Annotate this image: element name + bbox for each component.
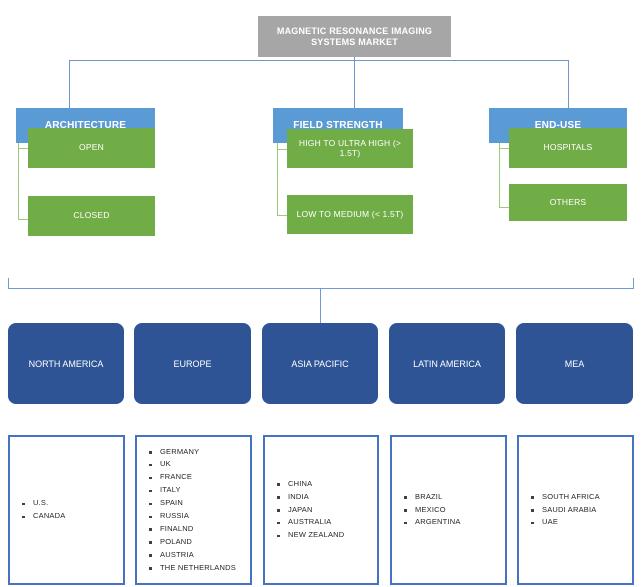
country-list-item: ITALY: [149, 484, 250, 497]
sub-connector-stub-architecture-closed: [18, 219, 29, 220]
root-title-box: MAGNETIC RESONANCE IMAGING SYSTEMS MARKE…: [258, 16, 451, 57]
country-list-item: FRANCE: [149, 471, 250, 484]
region-bracket-right-arm: [633, 278, 634, 289]
country-list-item: AUSTRALIA: [277, 516, 377, 529]
region-box-north-america: NORTH AMERICA: [8, 323, 124, 404]
branch-connector-architecture: [69, 60, 70, 108]
region-bracket-center-drop: [320, 288, 321, 324]
sub-connector-spine-architecture: [18, 143, 19, 220]
country-list-item: MEXICO: [404, 504, 505, 517]
sub-box-closed: CLOSED: [28, 196, 155, 236]
region-box-latin-america: LATIN AMERICA: [389, 323, 505, 404]
sub-box-open: OPEN: [28, 128, 155, 168]
region-bracket-left-arm: [8, 278, 9, 289]
country-list-item: SAUDI ARABIA: [531, 504, 632, 517]
sub-box-high-to-ultra-high: HIGH TO ULTRA HIGH (> 1.5T): [287, 129, 413, 168]
region-box-asia-pacific: ASIA PACIFIC: [262, 323, 378, 404]
country-list-item: CHINA: [277, 478, 377, 491]
country-list-item: RUSSIA: [149, 510, 250, 523]
sub-connector-stub-field-strength-high: [277, 149, 288, 150]
sub-box-hospitals: HOSPITALS: [509, 128, 627, 168]
country-list-item: POLAND: [149, 536, 250, 549]
country-list-item: GERMANY: [149, 446, 250, 459]
sub-box-others: OTHERS: [509, 184, 627, 221]
country-list-item: SPAIN: [149, 497, 250, 510]
sub-connector-stub-end-use-others: [499, 207, 510, 208]
country-list-item: NEW ZEALAND: [277, 529, 377, 542]
country-list-item: BRAZIL: [404, 491, 505, 504]
top-bus-connector: [69, 60, 569, 61]
country-list-item: AUSTRIA: [149, 549, 250, 562]
country-list-item: CANADA: [22, 510, 123, 523]
sub-connector-spine-end-use: [499, 143, 500, 208]
sub-box-low-to-medium: LOW TO MEDIUM (< 1.5T): [287, 195, 413, 234]
country-list-item: SOUTH AFRICA: [531, 491, 632, 504]
country-list-item: INDIA: [277, 491, 377, 504]
country-list-item: FINALND: [149, 523, 250, 536]
country-list-item: UAE: [531, 516, 632, 529]
sub-connector-spine-field-strength: [277, 143, 278, 216]
sub-connector-stub-field-strength-low: [277, 215, 288, 216]
region-box-mea: MEA: [516, 323, 633, 404]
branch-connector-end-use: [568, 60, 569, 108]
country-list-item: U.S.: [22, 497, 123, 510]
country-list-north-america: U.S.CANADA: [8, 435, 125, 585]
sub-connector-stub-end-use-hospitals: [499, 148, 510, 149]
sub-connector-stub-architecture-open: [18, 148, 29, 149]
country-list-item: JAPAN: [277, 504, 377, 517]
country-list-item: THE NETHERLANDS: [149, 562, 250, 575]
country-list-item: UK: [149, 458, 250, 471]
country-list: U.S.CANADA: [10, 497, 123, 523]
region-box-europe: EUROPE: [134, 323, 251, 404]
root-stem-connector: [354, 57, 355, 108]
country-list-item: ARGENTINA: [404, 516, 505, 529]
region-bracket-horizontal: [8, 288, 634, 289]
